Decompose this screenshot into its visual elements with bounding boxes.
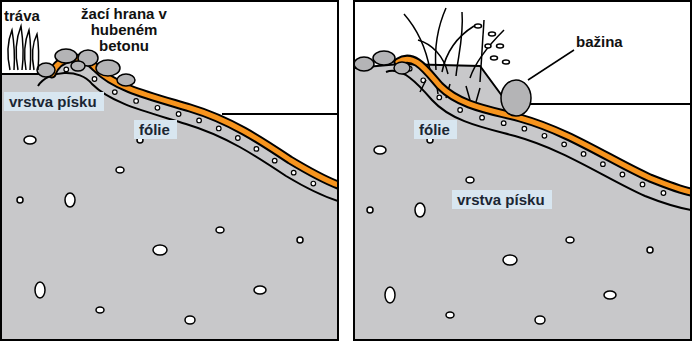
callout-label: bažina [576,34,623,50]
sand-grain [92,77,97,82]
sand-grain [480,115,485,120]
pebble [96,307,104,313]
sand-grain [113,90,118,95]
water-surface [530,103,691,105]
mowing-edge-stones [37,49,135,86]
part-label: vrstva písku [9,93,99,110]
liner-foil [52,58,338,185]
sand-grain [197,118,202,123]
callout-label: tráva [4,8,40,24]
pebble [446,312,454,318]
part-label: vrstva písku [457,191,547,208]
sand-grains [64,65,316,185]
pebble [297,237,303,243]
sand-grain [522,126,527,131]
sand-grain [236,136,241,141]
right-frame [354,1,691,340]
label-box: vrstva písku [4,92,104,111]
callout-label: žací hrana v hubeném betonu [72,6,176,54]
pebble [254,286,266,294]
marsh-plants [404,8,510,102]
pebble [374,146,386,154]
pebble [185,316,195,324]
sand-grain [620,172,625,177]
pebble [153,245,167,255]
liner-foil-outline [52,58,338,185]
leader-line [528,50,574,80]
pebble [503,255,517,265]
part-label: fólie [419,121,452,138]
sand-grain [661,191,666,196]
sand-grain [458,108,463,113]
label-box: vrstva písku [452,190,552,209]
left-panel [1,26,338,340]
ground-pebbles [17,136,303,324]
sand-grain [311,181,316,186]
pebble [17,197,23,203]
pebble [647,247,653,253]
liner-foil-outline [398,59,691,192]
liner-foil [398,59,691,192]
pebble [35,282,45,298]
pebble [604,291,616,299]
sand-grain [581,152,586,157]
sand-grain [176,112,181,117]
right-panel [354,8,691,340]
sand-grain [437,95,442,100]
ground [354,64,691,340]
pebble [385,287,395,303]
sand-grain [155,105,160,110]
left-frame [1,1,338,340]
sand-grain [254,147,259,152]
ground-pebbles [367,137,653,324]
pebble [216,227,224,233]
sand-grain [272,158,277,163]
label-box: fólie [134,120,177,139]
grass-symbol [8,26,39,70]
sand-grain [542,134,547,139]
edge-stones [354,51,531,116]
ground [1,58,338,340]
sand-grain [64,67,69,72]
sand-grain [216,126,221,131]
pebble [535,316,545,324]
sand-grain [601,162,606,167]
pebble [65,193,75,207]
pebble [116,167,124,173]
sand-grain [134,99,139,104]
pebble [466,177,474,183]
sand-grain [562,142,567,147]
label-box: fólie [414,120,457,139]
sand-grain [640,182,645,187]
sand-layer-edge [386,71,691,210]
sand-grain [291,170,296,175]
pebble [24,136,36,144]
sand-grain [501,121,506,126]
pebble [415,203,425,217]
pebble [367,207,373,213]
pebble [566,237,574,243]
part-label: fólie [139,121,172,138]
water-surface [222,113,338,115]
